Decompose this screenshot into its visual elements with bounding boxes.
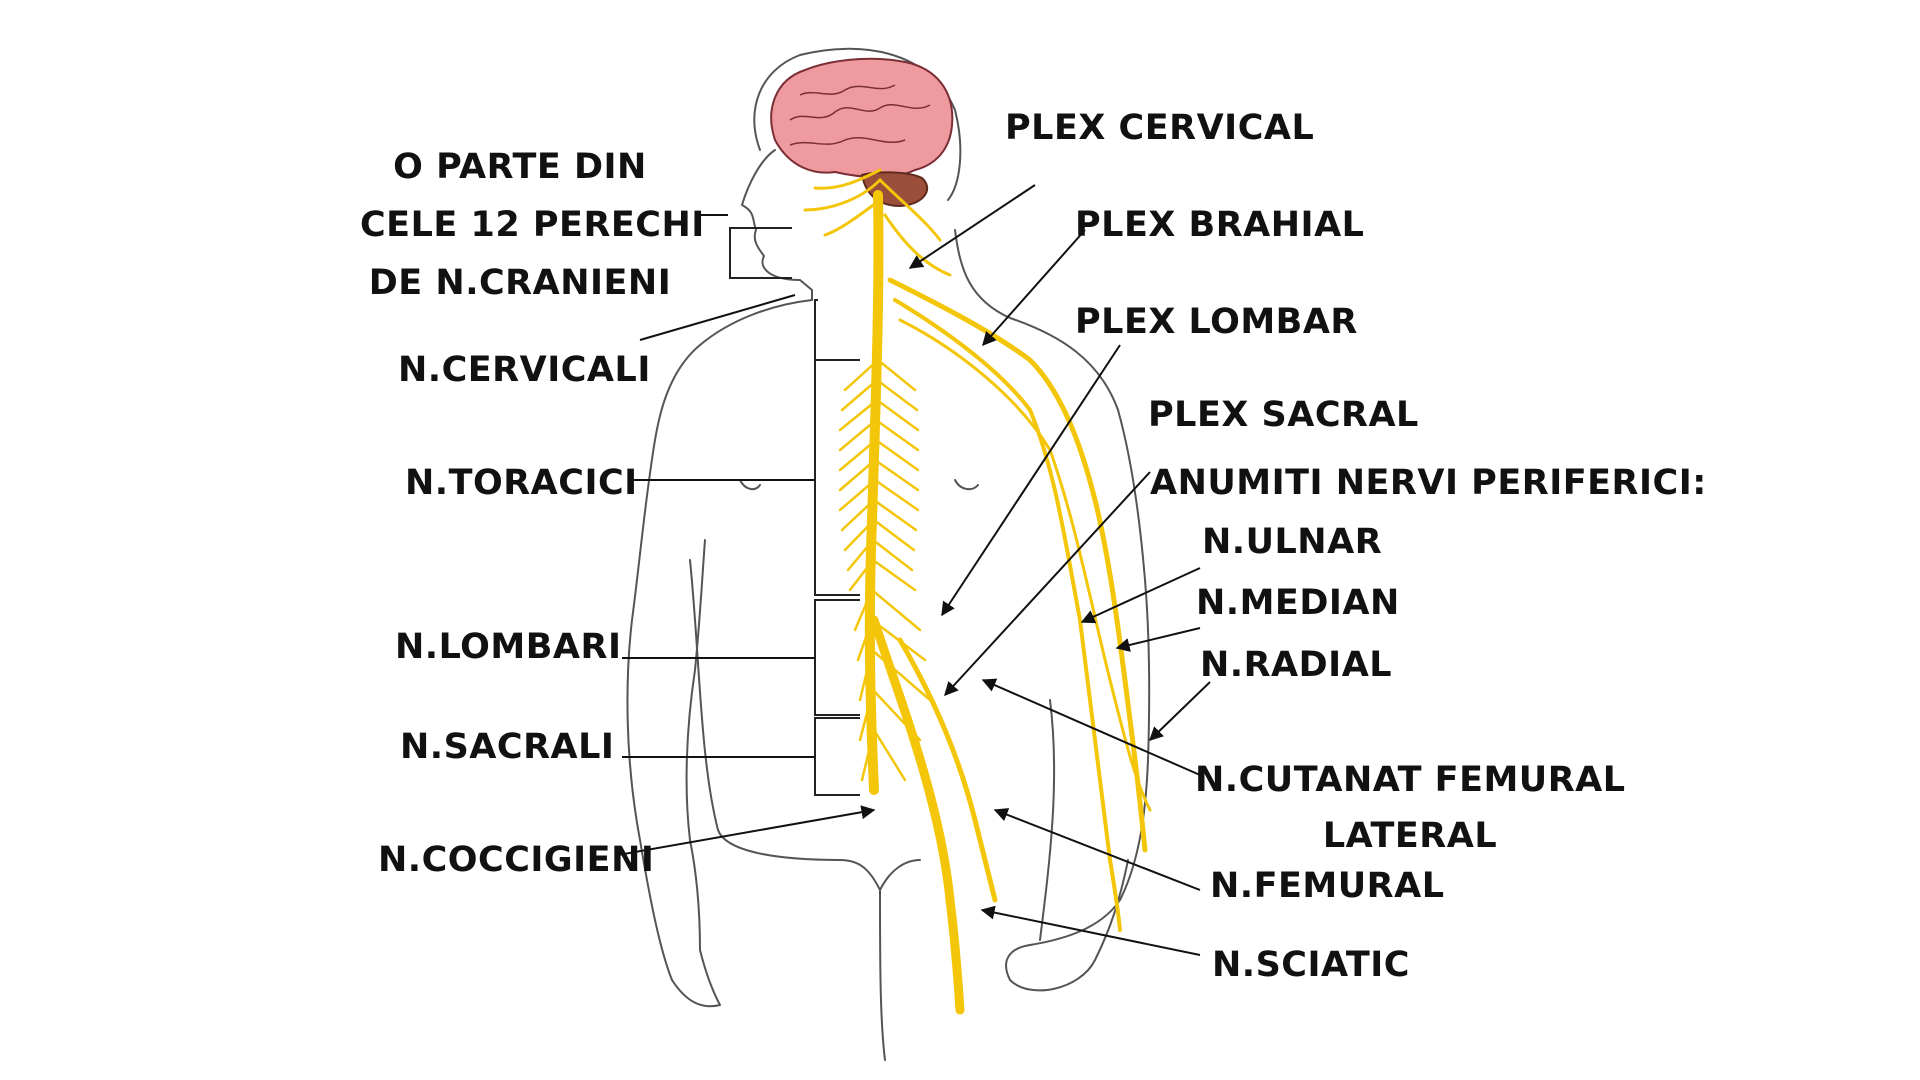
lateral-femoral-label-line2: LATERAL xyxy=(1322,816,1498,856)
arrows xyxy=(617,184,1211,956)
lateral-femoral-label-line1: N.CUTANAT FEMURAL xyxy=(1195,760,1626,800)
brain xyxy=(770,57,954,208)
cervical-plexus-label: PLEX CERVICAL xyxy=(1005,108,1315,148)
radial-nerve-label: N.RADIAL xyxy=(1200,645,1393,685)
ulnar-nerve-label: N.ULNAR xyxy=(1202,522,1383,562)
cervical-nerves-label: N.CERVICALI xyxy=(398,350,651,390)
body-outline xyxy=(626,47,1151,1061)
leader-lines xyxy=(622,214,815,758)
spinal-cord-and-nerves xyxy=(803,168,1152,1015)
thoracic-nerves-label: N.TORACICI xyxy=(405,463,638,503)
cranial-nerves-label-line1: O PARTE DIN xyxy=(393,147,647,187)
sacral-plexus-label: PLEX SACRAL xyxy=(1148,395,1419,435)
sciatic-nerve-label: N.SCIATIC xyxy=(1212,945,1410,985)
sacral-nerves-label: N.SACRALI xyxy=(400,727,615,767)
peripheral-nerves-heading: ANUMITI NERVI PERIFERICI: xyxy=(1150,463,1707,503)
femoral-nerve-label: N.FEMURAL xyxy=(1210,866,1445,906)
cranial-nerves-label: O PARTE DIN CELE 12 PERECHI DE N.CRANIEN… xyxy=(360,138,705,312)
spinal-region-brackets xyxy=(729,227,860,796)
cranial-nerves-label-line2: CELE 12 PERECHI xyxy=(360,205,705,245)
coccygeal-nerves-label: N.COCCIGIENI xyxy=(378,840,655,880)
lumbar-plexus-label: PLEX LOMBAR xyxy=(1075,302,1358,342)
lumbar-nerves-label: N.LOMBARI xyxy=(395,627,622,667)
cranial-nerves-label-line3: DE N.CRANIENI xyxy=(368,263,672,303)
brachial-plexus-label: PLEX BRAHIAL xyxy=(1075,205,1365,245)
median-nerve-label: N.MEDIAN xyxy=(1196,583,1400,623)
lateral-femoral-cutaneous-nerve-label: N.CUTANAT FEMURAL LATERAL xyxy=(1195,752,1625,864)
